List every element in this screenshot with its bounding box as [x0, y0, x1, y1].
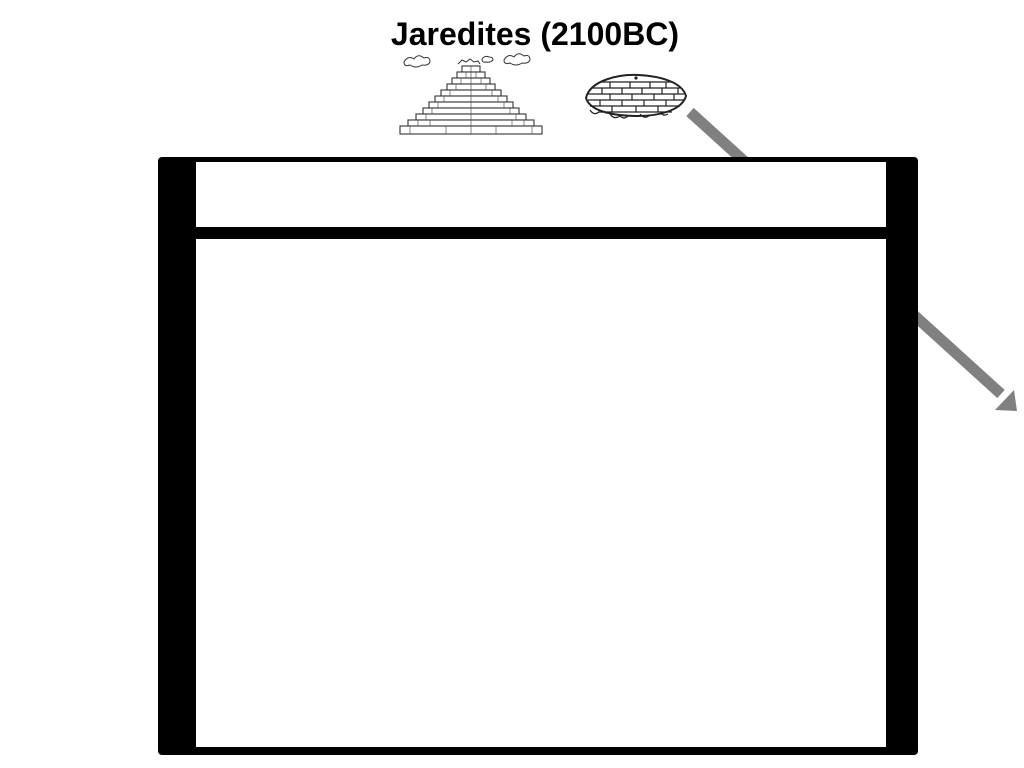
slide-title: Jaredites (2100BC)	[390, 16, 680, 52]
pyramid-tower-icon	[399, 53, 543, 135]
frame-body-panel	[196, 239, 886, 747]
jaredite-barge-icon	[584, 73, 688, 119]
frame-header-panel	[196, 162, 886, 227]
